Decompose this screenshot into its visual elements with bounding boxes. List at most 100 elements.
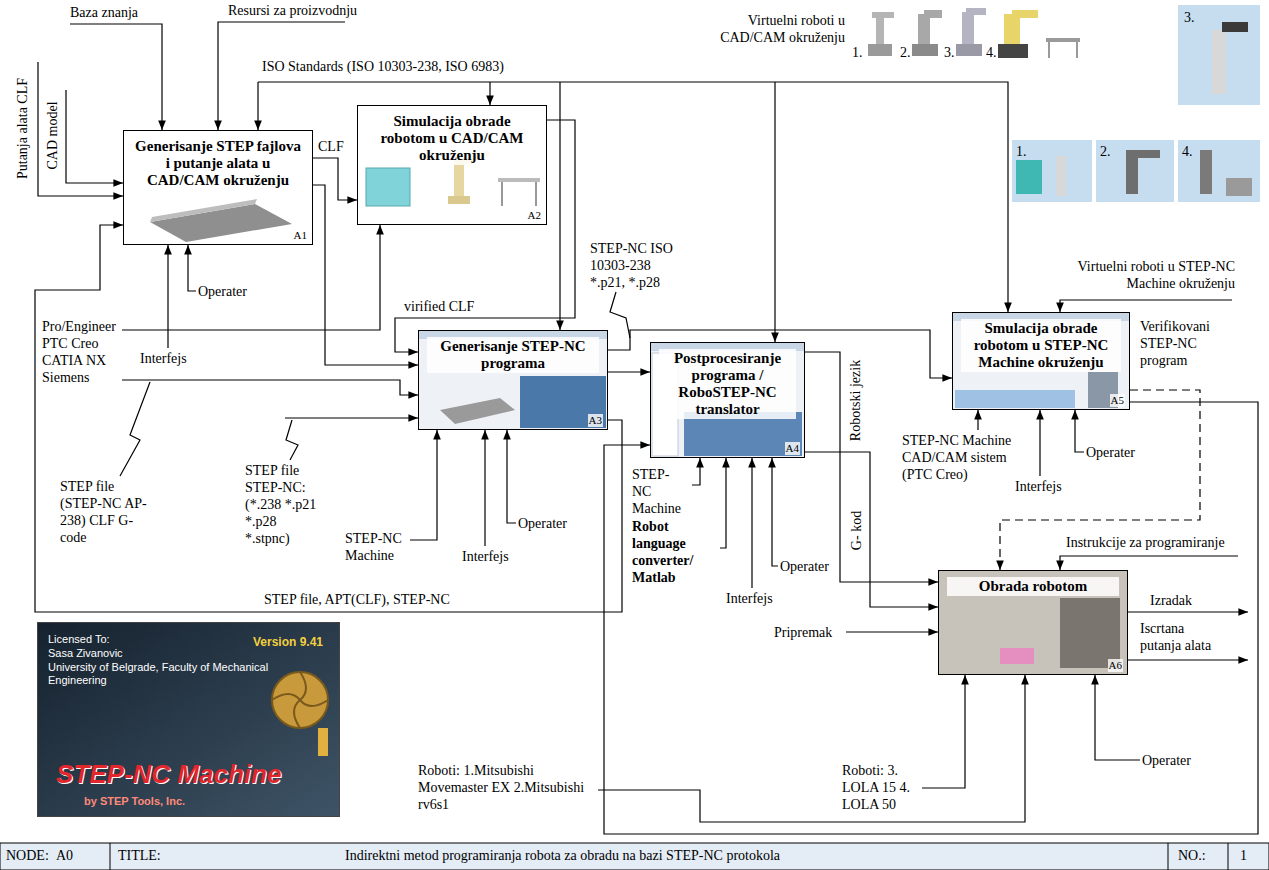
mechanism-arrow xyxy=(772,458,778,566)
mechanism-arrow xyxy=(1075,410,1084,452)
diagram-label: Roboti: 1.Mitsubishi Movemaster EX 2.Mit… xyxy=(418,762,593,813)
robot-arm xyxy=(966,8,986,15)
flow-arrow xyxy=(35,225,622,612)
robot-column xyxy=(1004,14,1020,44)
diagram-label: Operater xyxy=(198,283,247,300)
robot-arm xyxy=(924,10,942,18)
diagram-label: Baza znanja xyxy=(70,4,138,21)
flow-arrow xyxy=(608,371,650,372)
diagram-label: Operater xyxy=(518,515,567,532)
diagram-label: 4. xyxy=(1182,143,1193,160)
control-arrow xyxy=(1060,300,1232,312)
diagram-label: STEP-NC Machine xyxy=(345,530,407,564)
splash-ground xyxy=(37,622,340,817)
node-number: A1 xyxy=(293,229,308,242)
diagram-title: Indirektni metod programiranja robota za… xyxy=(345,847,780,864)
diagram-label: Interfejs xyxy=(462,548,509,565)
robot-thumbnail xyxy=(1012,140,1092,202)
process-box: Generisanje STEP fajlova i putanje alata… xyxy=(123,130,313,245)
control-arrow xyxy=(489,82,490,105)
diagram-label: A0 xyxy=(56,847,73,864)
diagram-label: 3. xyxy=(1184,9,1195,26)
mechanism-arrow xyxy=(720,458,726,548)
mechanism-arrow xyxy=(1039,410,1040,476)
mechanism-arrow xyxy=(122,225,380,330)
diagram-label: STEP file STEP-NC: (*.238 *.p21 *.p28 *.… xyxy=(245,462,317,547)
workpiece-photo xyxy=(1000,648,1034,664)
robot-thumbnail xyxy=(1178,140,1260,202)
bar-separator xyxy=(1168,843,1169,870)
diagram-label: Pro/Engineer PTC Creo CATIA NX Siemens xyxy=(42,318,120,386)
robot-column xyxy=(1126,150,1138,194)
table-top xyxy=(1226,178,1252,196)
output-arrow xyxy=(1128,659,1248,660)
diagram-label: Putanja alata CLF xyxy=(14,77,31,178)
robot-thumbnail xyxy=(1178,5,1260,105)
robot-base xyxy=(868,44,892,56)
mechanism-arrow xyxy=(751,458,752,588)
edge-label: Verifikovani STEP-NC program xyxy=(1138,318,1237,369)
input-arrow xyxy=(66,90,123,183)
table-top xyxy=(1046,38,1080,42)
edge-label: virified CLF xyxy=(402,298,476,315)
workpiece-slab xyxy=(440,398,515,424)
diagram-label: Resursi za proizvodnju xyxy=(228,2,357,19)
diagram-label: STEP-NC Machine CAD/CAM sistem (PTC Creo… xyxy=(902,432,1032,483)
diagram-label: Iscrtana putanja alata xyxy=(1140,620,1228,654)
diagram-label: Instrukcije za programiranje xyxy=(1066,534,1225,551)
control-arrow xyxy=(774,82,775,342)
table-top xyxy=(498,178,540,182)
flow-arrow xyxy=(313,185,418,365)
robot-column xyxy=(962,12,974,44)
diagram-label: Robot language converter/ Matlab xyxy=(632,518,718,586)
flow-arrow xyxy=(313,158,357,200)
robot-arm xyxy=(1222,22,1248,32)
node-number: A5 xyxy=(1110,394,1125,407)
control-arrow xyxy=(218,22,345,130)
splash-text: Sasa Zivanovic xyxy=(48,647,123,660)
diagram-label: Izradak xyxy=(1150,592,1192,609)
diagram-label: CAD model xyxy=(44,101,61,169)
node-number: A2 xyxy=(527,209,542,222)
label-squiggle xyxy=(610,292,630,338)
node-number: A3 xyxy=(588,414,603,427)
diagram-label: TITLE: xyxy=(118,847,161,864)
mechanism-arrow xyxy=(1095,675,1140,760)
table-leg xyxy=(1048,42,1050,58)
mechanism-arrow xyxy=(507,430,516,523)
workpiece-slab xyxy=(150,199,257,222)
splash-text: by STEP Tools, Inc. xyxy=(84,795,185,808)
box-title: Smulacija obrade robotom u STEP-NC Machi… xyxy=(961,319,1121,372)
control-arrow xyxy=(1060,556,1238,570)
diagram-label: 2. xyxy=(900,44,911,61)
turbine-wheel xyxy=(272,672,328,728)
splash-text: Licensed To: xyxy=(48,633,110,646)
box-ground xyxy=(357,105,547,225)
robot-base xyxy=(998,44,1028,58)
process-box: Simulacija obrade robotom u CAD/CAM okru… xyxy=(357,105,547,225)
screenshot-ground xyxy=(952,312,1130,410)
splash-text: University of Belgrade, Faculty of Mecha… xyxy=(48,661,273,687)
box-ground xyxy=(123,130,313,245)
diagram-label: 1. xyxy=(852,44,863,61)
flow-arrow xyxy=(604,402,1258,834)
title-bar xyxy=(0,843,1269,870)
robot-arm xyxy=(1012,10,1038,18)
box-title: Generisanje STEP-NC programa xyxy=(427,337,599,373)
diagram-label: Virtuelni roboti u STEP-NC Machine okruž… xyxy=(1070,258,1235,292)
edge-label: Robotski jezik xyxy=(847,357,864,442)
box-title: Simulacija obrade robotom u CAD/CAM okru… xyxy=(366,112,538,165)
screenshot-panel xyxy=(520,376,606,428)
splash-text: STEP-NC Machine xyxy=(56,759,281,789)
table-leg xyxy=(535,182,537,206)
machine-cube xyxy=(1016,160,1042,194)
software-splash: Licensed To:Sasa ZivanovicUniversity of … xyxy=(37,622,340,817)
mechanism-arrow xyxy=(188,245,196,291)
robot-column xyxy=(1212,30,1226,94)
box-title: Generisanje STEP fajlova i putanje alata… xyxy=(132,137,304,190)
diagram-label: 2. xyxy=(1100,143,1111,160)
node-number: A6 xyxy=(1108,659,1123,672)
box-title: Postprocesiranje programa / RoboSTEP-NC … xyxy=(659,349,796,419)
